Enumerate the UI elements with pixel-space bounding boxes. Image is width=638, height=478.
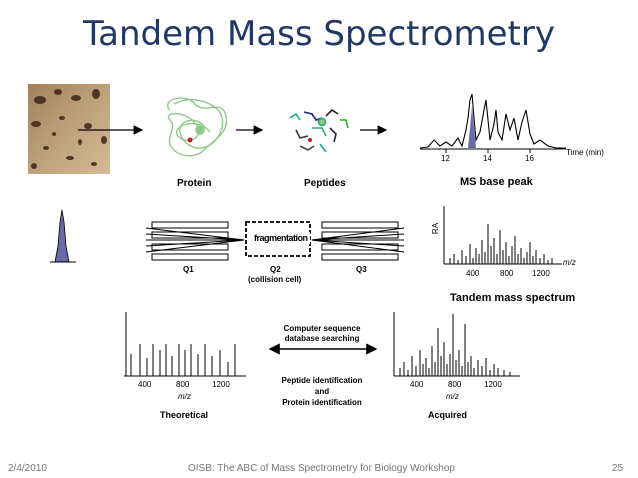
chromatogram — [419, 93, 566, 153]
theo-tick-400: 400 — [138, 380, 152, 389]
quadrupole-q1 — [145, 221, 245, 261]
acquired-label: Acquired — [428, 410, 468, 420]
slide-title: Tandem Mass Spectrometry — [83, 14, 555, 54]
acquired-spectrum — [393, 312, 520, 377]
collision-cell-label: (collision cell) — [248, 275, 302, 284]
peptides-label: Peptides — [304, 178, 346, 189]
ms-base-peak-label: MS base peak — [460, 176, 533, 188]
search-line-1: Computer sequence — [283, 324, 361, 333]
quadrupole-q3 — [311, 221, 405, 261]
theo-tick-800: 800 — [176, 380, 190, 389]
mz-tick-400: 400 — [466, 269, 480, 278]
theo-tick-1200: 1200 — [212, 380, 230, 389]
tandem-spectrum — [443, 206, 562, 265]
peptide-id-line-2: and — [314, 387, 330, 396]
acq-tick-400: 400 — [410, 380, 424, 389]
protein-label: Protein — [177, 178, 212, 189]
footer-date: 2/4/2010 — [8, 463, 47, 474]
gel-image — [28, 84, 110, 174]
mz-tick-800: 800 — [500, 269, 514, 278]
theo-mz-label: m/z — [178, 392, 191, 401]
ra-axis-label: RA — [431, 222, 441, 235]
protein-icon — [167, 97, 228, 157]
acq-tick-800: 800 — [448, 380, 462, 389]
q1-label: Q1 — [183, 265, 194, 274]
peptides-icon — [289, 108, 349, 153]
footer-page-number: 25 — [612, 463, 624, 474]
search-line-2: database searching — [284, 334, 360, 343]
tandem-mass-spectrum-label: Tandem mass spectrum — [450, 292, 576, 304]
peptide-id-line-3: Protein identification — [282, 398, 362, 407]
time-tick-14: 14 — [483, 154, 492, 163]
q2-label: Q2 — [270, 265, 281, 274]
mz-axis-label: m/z — [563, 258, 576, 267]
acq-tick-1200: 1200 — [484, 380, 502, 389]
mz-tick-1200: 1200 — [532, 269, 550, 278]
fragmentation-label: fragmentation — [252, 232, 310, 244]
theoretical-label: Theoretical — [160, 410, 209, 420]
acq-mz-label: m/z — [446, 392, 459, 401]
lc-peak — [50, 209, 76, 263]
peptide-id-line-1: Peptide identification — [281, 376, 363, 385]
footer-workshop: OISB: The ABC of Mass Spectrometry for B… — [188, 463, 455, 474]
time-tick-16: 16 — [525, 154, 534, 163]
q3-label: Q3 — [356, 265, 367, 274]
time-axis-label: Time (min) — [566, 148, 604, 157]
theoretical-spectrum — [124, 312, 246, 377]
time-tick-12: 12 — [441, 154, 450, 163]
